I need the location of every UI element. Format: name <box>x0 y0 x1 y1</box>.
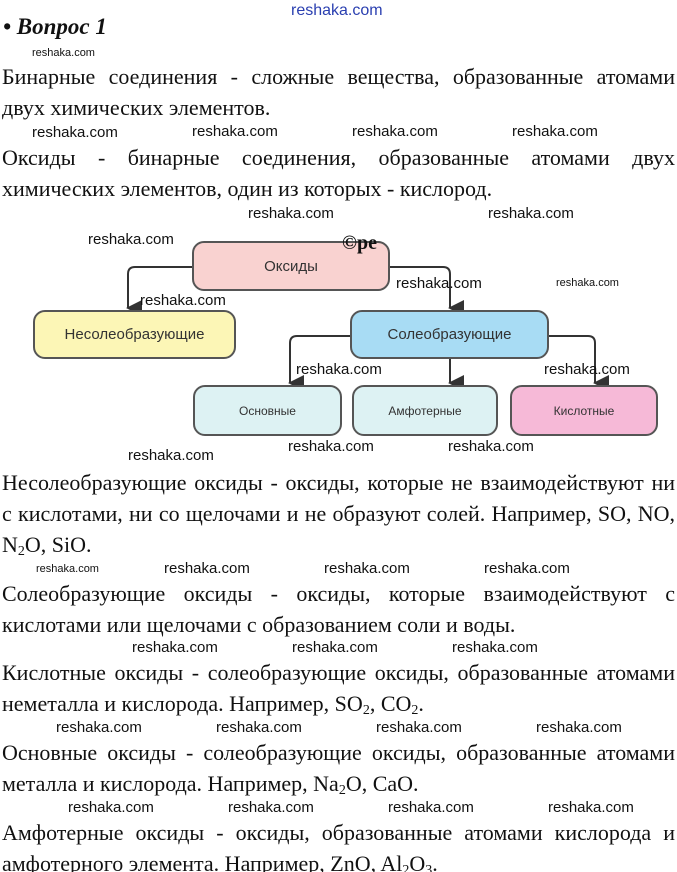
node-acidic: Кислотные <box>510 385 658 436</box>
watermark: reshaka.com <box>548 799 634 816</box>
question-title: • Вопрос 1 <box>3 14 107 39</box>
node-non-salt-forming: Несолеобразующие <box>33 310 236 359</box>
arrow-to-acidic <box>548 335 609 391</box>
node-amphoteric: Амфотерные <box>352 385 498 436</box>
watermark: reshaka.com <box>36 563 99 575</box>
watermark: reshaka.com <box>88 231 174 248</box>
node-basic: Основные <box>193 385 342 436</box>
watermark: reshaka.com <box>132 639 218 656</box>
watermark: reshaka.com <box>324 560 410 577</box>
watermark: reshaka.com <box>140 292 226 309</box>
watermark: reshaka.com <box>32 47 95 59</box>
watermark: reshaka.com <box>544 361 630 378</box>
paragraph-non-salt-forming: Несолеобразующие оксиды - оксиды, которы… <box>2 467 675 560</box>
watermark: reshaka.com <box>288 438 374 455</box>
subscript: 3 <box>425 863 433 872</box>
text: O, SiO. <box>24 532 92 557</box>
text: . <box>418 691 424 716</box>
watermark: reshaka.com <box>556 277 619 289</box>
watermark: reshaka.com <box>452 639 538 656</box>
watermark: reshaka.com <box>512 123 598 140</box>
watermark: reshaka.com <box>376 719 462 736</box>
paragraph-amphoteric: Амфотерные оксиды - оксиды, образованные… <box>2 817 675 872</box>
text: O <box>409 851 426 872</box>
paragraph-acidic: Кислотные оксиды - солеобразующие оксиды… <box>2 657 675 719</box>
paragraph-binary: Бинарные соединения - сложные вещества, … <box>2 64 675 120</box>
watermark[interactable]: reshaka.com <box>291 2 383 19</box>
text: Несолеобразующие оксиды - оксиды, которы… <box>2 470 675 557</box>
watermark: reshaka.com <box>396 275 482 292</box>
text: . <box>432 851 438 872</box>
watermark: reshaka.com <box>128 447 214 464</box>
text: Амфотерные оксиды - оксиды, образованные… <box>2 820 675 872</box>
node-salt-forming: Солеобразующие <box>350 310 549 359</box>
watermark: reshaka.com <box>484 560 570 577</box>
watermark: reshaka.com <box>536 719 622 736</box>
subscript: 2 <box>402 863 410 872</box>
overlay-fragment: ©ре <box>342 232 377 254</box>
text: O, CaO. <box>345 771 419 796</box>
node-oxides: Оксиды <box>192 241 390 291</box>
watermark: reshaka.com <box>216 719 302 736</box>
subscript: 2 <box>338 783 346 798</box>
watermark: reshaka.com <box>56 719 142 736</box>
arrow-to-non-salt <box>126 266 192 316</box>
subscript: 2 <box>362 703 370 718</box>
arrow-to-salt <box>390 266 464 316</box>
watermark: reshaka.com <box>292 639 378 656</box>
paragraph-oxides: Оксиды - бинарные соединения, образованн… <box>2 145 675 201</box>
watermark: reshaka.com <box>68 799 154 816</box>
subscript: 2 <box>411 703 419 718</box>
text: Кислотные оксиды - солеобразующие оксиды… <box>2 660 675 716</box>
paragraph-basic: Основные оксиды - солеобразующие оксиды,… <box>2 737 675 799</box>
watermark: reshaka.com <box>192 123 278 140</box>
watermark: reshaka.com <box>388 799 474 816</box>
text: Основные оксиды - солеобразующие оксиды,… <box>2 740 675 796</box>
watermark: reshaka.com <box>352 123 438 140</box>
watermark: reshaka.com <box>448 438 534 455</box>
arrow-to-basic <box>288 335 350 391</box>
watermark: reshaka.com <box>228 799 314 816</box>
watermark: reshaka.com <box>248 205 334 222</box>
watermark: reshaka.com <box>488 205 574 222</box>
watermark: reshaka.com <box>296 361 382 378</box>
watermark: reshaka.com <box>164 560 250 577</box>
paragraph-salt-forming: Солеобразующие оксиды - оксиды, которые … <box>2 581 675 637</box>
watermark: reshaka.com <box>32 124 118 141</box>
text: , CO <box>369 691 412 716</box>
subscript: 2 <box>17 544 25 559</box>
